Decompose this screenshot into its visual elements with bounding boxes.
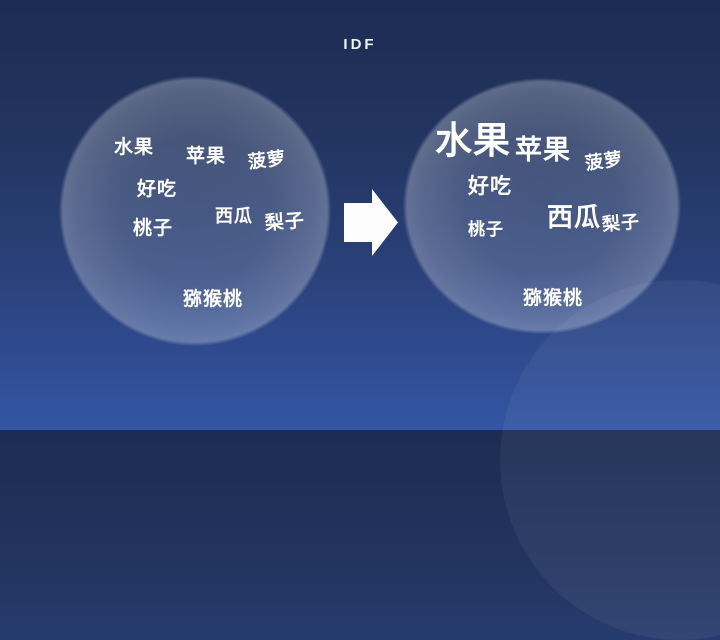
cloud-word: 水果: [435, 120, 511, 161]
word-cloud-after-idf: 水果 苹果 菠萝 好吃 西瓜 桃子 梨子 猕猴桃: [403, 78, 681, 334]
cloud-word: 西瓜: [547, 202, 602, 232]
cloud-word: 好吃: [468, 175, 512, 198]
right-arrow-icon: [344, 189, 398, 256]
cloud-word: 梨子: [264, 210, 306, 235]
page-title: IDF: [343, 36, 377, 53]
cloud-word: 水果: [114, 137, 155, 158]
word-cloud-before-idf: 水果 苹果 菠萝 好吃 西瓜 桃子 梨子 猕猴桃: [59, 76, 331, 346]
cloud-word: 猕猴桃: [523, 288, 584, 309]
cloud-word: 桃子: [468, 220, 504, 239]
cloud-word: 好吃: [137, 179, 178, 200]
cloud-word: 苹果: [186, 146, 227, 167]
cloud-word: 桃子: [133, 218, 174, 239]
cloud-word: 菠萝: [583, 148, 625, 174]
cloud-word: 苹果: [515, 135, 571, 165]
cloud-word: 猕猴桃: [183, 289, 244, 310]
cloud-word: 梨子: [601, 211, 641, 235]
background-decorative-circle: [500, 280, 720, 640]
slide: IDF 水果 苹果 菠萝 好吃 西瓜 桃子 梨子 猕猴桃 水果 苹果 菠萝 好吃…: [59, 36, 681, 346]
cloud-word: 西瓜: [215, 206, 253, 226]
cloud-word: 菠萝: [246, 147, 288, 173]
